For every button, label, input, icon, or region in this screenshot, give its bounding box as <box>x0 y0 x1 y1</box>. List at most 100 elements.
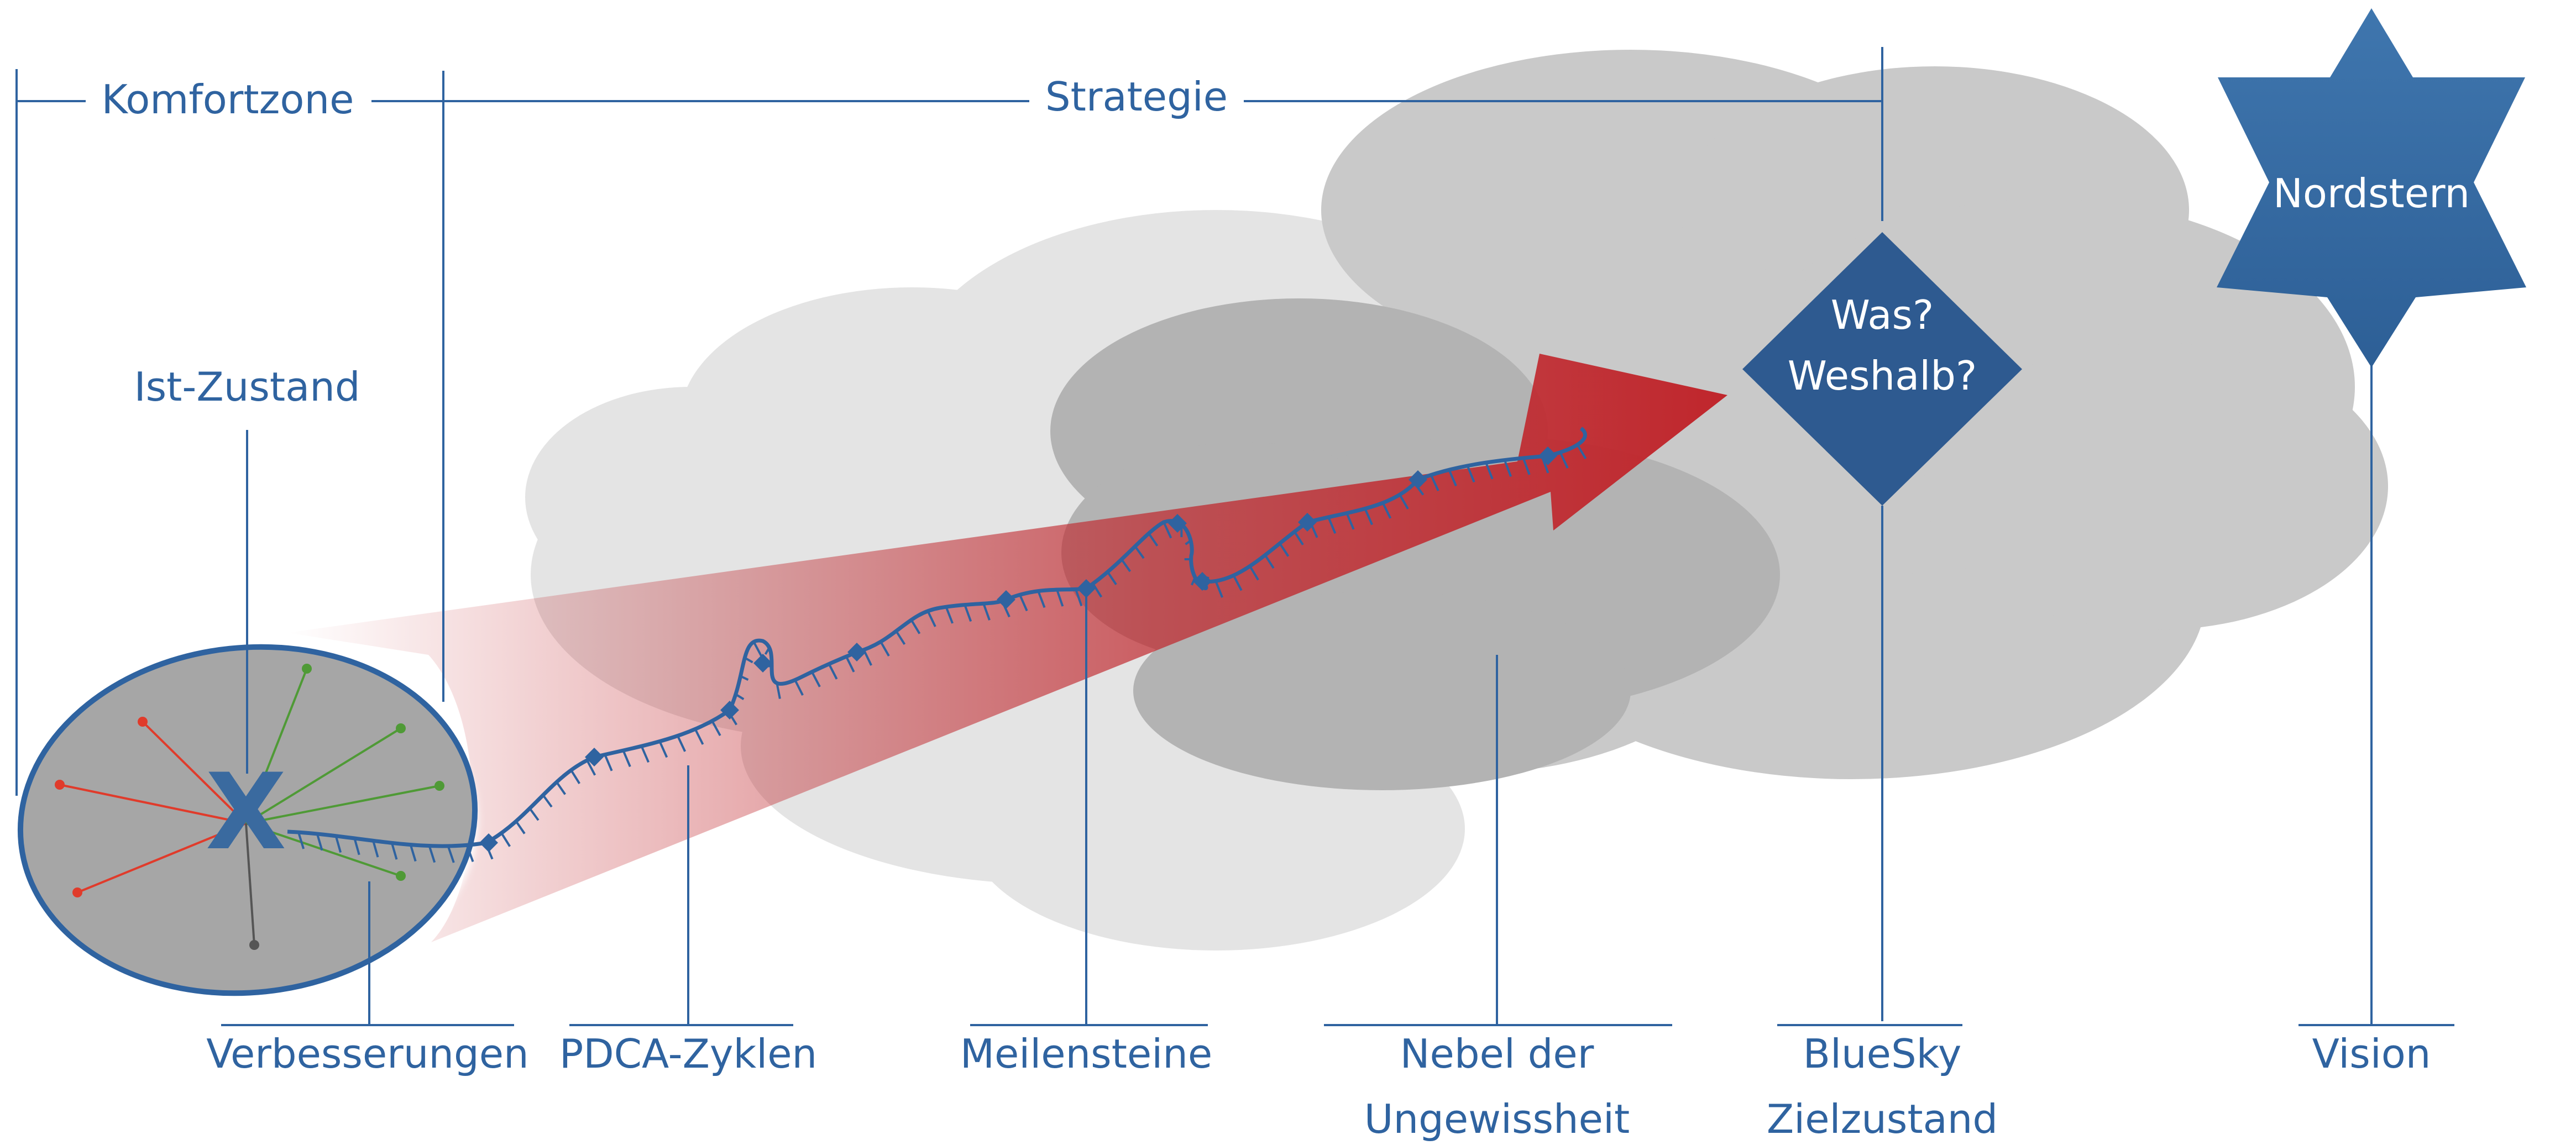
pdca-tick <box>1191 577 1196 586</box>
pdca-tick <box>1559 451 1569 469</box>
pdca-tick <box>677 735 687 752</box>
pdca-tick <box>428 845 436 863</box>
pdca-tick <box>1148 533 1159 547</box>
pdca-tick <box>1001 600 1010 618</box>
pdca-tick <box>776 682 781 699</box>
pdca-tick <box>658 740 668 758</box>
pdca-tick <box>1399 494 1409 510</box>
strategie-label: Strategie <box>1045 73 1228 120</box>
pdca-tick <box>1364 508 1373 526</box>
pdca-tick <box>879 641 890 656</box>
vision-label: Vision <box>2312 1031 2431 1077</box>
bracket-lines <box>15 47 2454 1026</box>
pdca-tick <box>862 649 872 666</box>
pdca-tick <box>500 832 511 847</box>
pdca-tick <box>1249 565 1259 581</box>
pdca-tick <box>1345 512 1355 530</box>
pdca-tick <box>447 845 455 863</box>
meilensteine-label: Meilensteine <box>960 1031 1212 1077</box>
pdca-tick <box>964 604 972 622</box>
diamond-was-label: Was? <box>1831 292 1934 338</box>
pdca-tick <box>556 781 567 795</box>
pdca-tick <box>622 750 631 768</box>
verbesserungen-label: Verbesserungen <box>206 1031 528 1077</box>
pdca-tick <box>1264 554 1275 569</box>
pdca-tick <box>586 759 596 776</box>
pdca-tick <box>1309 521 1318 538</box>
pdca-ticks <box>297 444 1587 863</box>
pdca-tick <box>764 647 771 655</box>
pdca-tick <box>1121 559 1132 572</box>
pdca-tick <box>1185 539 1192 545</box>
ray-endpoints <box>55 664 444 950</box>
komfortzone-label: Komfortzone <box>102 76 354 123</box>
pdca-tick <box>1576 444 1587 459</box>
pdca-tick <box>1503 459 1512 477</box>
pdca-tick <box>926 610 936 627</box>
pdca-tick <box>1037 590 1046 608</box>
pdca-tick <box>1019 594 1028 612</box>
pdca-tick <box>752 641 763 658</box>
pdca-label: PDCA-Zyklen <box>559 1031 817 1077</box>
diamond-weshalb-label: Weshalb? <box>1788 353 1977 399</box>
pdca-tick <box>694 728 704 745</box>
pdca-tick <box>727 710 738 726</box>
pdca-tick <box>1448 469 1457 487</box>
pdca-tick <box>1541 456 1549 474</box>
nordstern-label: Nordstern <box>2273 170 2470 217</box>
pdca-tick <box>1327 517 1337 534</box>
bluesky-diamond: Was? Weshalb? <box>1742 232 2022 506</box>
pdca-tick <box>1107 571 1117 585</box>
pdca-tick <box>895 630 906 645</box>
pdca-tick <box>1413 482 1425 496</box>
pdca-tick <box>1294 531 1304 545</box>
pdca-tick <box>297 832 305 849</box>
pdca-tick <box>1381 502 1392 519</box>
bluesky-label-line1: BlueSky <box>1803 1031 1962 1077</box>
pdca-tick <box>1485 462 1494 480</box>
progress-arrow <box>287 354 1727 942</box>
pdca-tick <box>353 838 360 855</box>
pdca-tick <box>982 603 991 621</box>
pdca-tick <box>1056 589 1064 607</box>
pdca-tick <box>828 663 838 680</box>
pdca-tick <box>1430 474 1439 491</box>
fog-cloud <box>525 50 2388 950</box>
pdca-tick <box>372 840 379 858</box>
pdca-tick <box>542 794 553 808</box>
bluesky-label-line2: Zielzustand <box>1767 1096 1998 1142</box>
nebel-label-line1: Nebel der <box>1400 1031 1594 1077</box>
pdca-tick <box>1522 458 1531 475</box>
pdca-tick <box>735 693 745 700</box>
pdca-tick <box>910 619 921 634</box>
ist-zustand-label: Ist-Zustand <box>134 364 360 410</box>
pdca-tick <box>1092 583 1103 598</box>
pdca-tick <box>1134 545 1145 559</box>
nordstern-star: Nordstern <box>2217 8 2526 367</box>
pdca-tick <box>484 842 494 860</box>
pdca-tick <box>465 844 474 862</box>
pdca-tick <box>740 675 749 681</box>
pdca-tick <box>1466 465 1475 483</box>
nebel-label-line2: Ungewissheit <box>1364 1096 1630 1142</box>
pdca-tick <box>711 720 721 737</box>
pdca-tick <box>1204 576 1210 586</box>
pdca-tick <box>811 671 821 687</box>
pdca-tick <box>316 833 323 851</box>
pdca-tick <box>945 606 954 624</box>
pdca-tick <box>390 842 398 860</box>
pdca-tick <box>604 754 613 771</box>
pdca-tick <box>1163 522 1172 539</box>
pdca-tick <box>1279 543 1290 557</box>
pdca-tick <box>515 820 526 834</box>
pdca-tick <box>1214 580 1223 598</box>
pdca-tick <box>744 656 753 664</box>
pdca-tick <box>640 745 650 763</box>
pdca-tick <box>794 679 804 696</box>
pdca-tick <box>528 807 540 821</box>
pdca-path <box>287 427 1587 848</box>
pdca-tick <box>845 656 855 673</box>
improvement-rays <box>59 668 440 946</box>
pdca-tick <box>409 844 417 862</box>
